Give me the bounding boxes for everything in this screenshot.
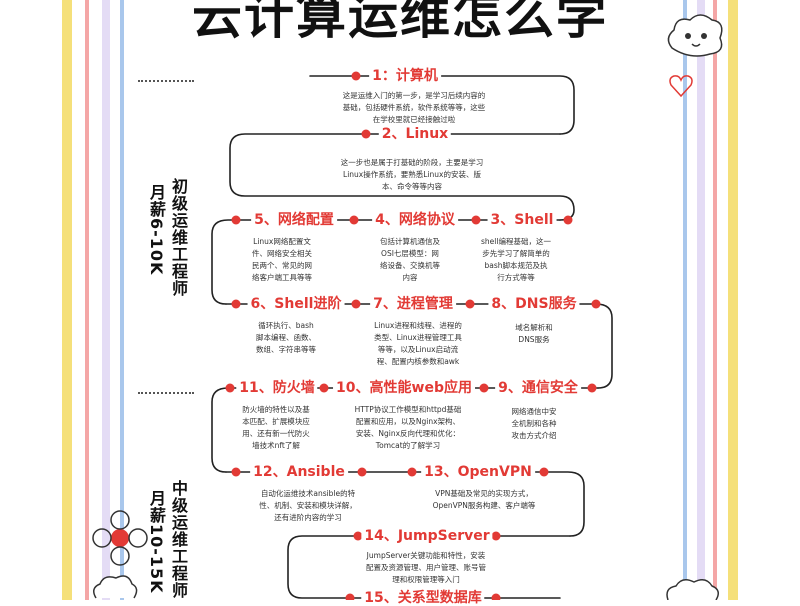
step-11-desc: 防火墙的特性以及基本匹配、扩展模块应用、还有新一代防火墙技术nft了解 <box>242 405 310 450</box>
step-13-desc: VPN基础及常见的实现方式，OpenVPN服务构建、客户端等 <box>432 489 536 510</box>
doodle-heart-icon <box>669 75 693 98</box>
step-1-desc: 这是运维入门的第一步，是学习后续内容的基础，包括硬件系统，软件系统等等，这些在学… <box>342 91 486 124</box>
doodle-cloud-icon-bottom-right <box>666 579 719 600</box>
level-divider-2 <box>138 392 194 394</box>
step-8-label: 8、DNS服务 <box>488 296 580 312</box>
page-title: 云计算运维怎么学 <box>192 0 608 45</box>
step-13-label: 13、OpenVPN <box>421 464 535 480</box>
step-2-label: 2、Linux <box>378 126 452 142</box>
step-5-desc: Linux网络配置文件、网络安全相关民两个、常见的网络客户端工具等等 <box>252 237 312 282</box>
step-5-label: 5、网络配置 <box>251 212 337 228</box>
step-6-label: 6、Shell进阶 <box>247 296 345 312</box>
right-stripe-lavender <box>697 0 705 600</box>
step-14-label: 14、JumpServer <box>361 528 493 544</box>
step-12-label: 12、Ansible <box>250 464 348 480</box>
left-stripe-lavender <box>102 0 110 600</box>
step-10-desc: HTTP协议工作模型和httpd基础配置和应用，以及Nginx架构、安装、Ngi… <box>354 405 462 450</box>
step-12-desc: 自动化运维技术ansible的特性、机制、安装和模块详解，还有进阶内容的学习 <box>259 489 357 522</box>
step-9-desc: 网络通信中安全机制和各种攻击方式介绍 <box>511 407 557 440</box>
step-3-label: 3、Shell <box>487 212 557 228</box>
level-salary-mid: 月薪10-15K <box>147 490 166 594</box>
step-4-label: 4、网络协议 <box>372 212 458 228</box>
doodle-flower-icon <box>92 510 148 566</box>
left-stripe-blue <box>120 0 124 600</box>
level-name-mid: 中级运维工程师 <box>169 480 188 599</box>
left-stripe-yellow <box>62 0 72 600</box>
left-stripe-pink <box>85 0 89 600</box>
right-stripe-pink <box>713 0 717 600</box>
level-divider-1 <box>138 80 194 82</box>
step-7-desc: Linux进程和线程、进程的类型、Linux进程管理工具等等，以及Linux启动… <box>374 321 462 366</box>
step-14-desc: JumpServer关键功能和特性，安装配置及资源管理、用户管理、账号管理和权限… <box>366 551 486 584</box>
doodle-cloud-icon-top-right <box>667 14 723 57</box>
step-7-label: 7、进程管理 <box>370 296 456 312</box>
doodle-cloud-icon-bottom-left <box>93 575 138 599</box>
step-9-label: 9、通信安全 <box>495 380 581 396</box>
level-name-junior: 初级运维工程师 <box>169 178 188 297</box>
step-1-label: 1：计算机 <box>369 68 441 84</box>
level-salary-junior: 月薪6-10K <box>147 184 166 276</box>
right-stripe-blue <box>683 0 687 600</box>
right-stripe-yellow <box>728 0 738 600</box>
step-15-label: 15、关系型数据库 <box>361 590 485 606</box>
step-10-label: 10、高性能web应用 <box>333 380 475 396</box>
step-11-label: 11、防火墙 <box>236 380 318 396</box>
